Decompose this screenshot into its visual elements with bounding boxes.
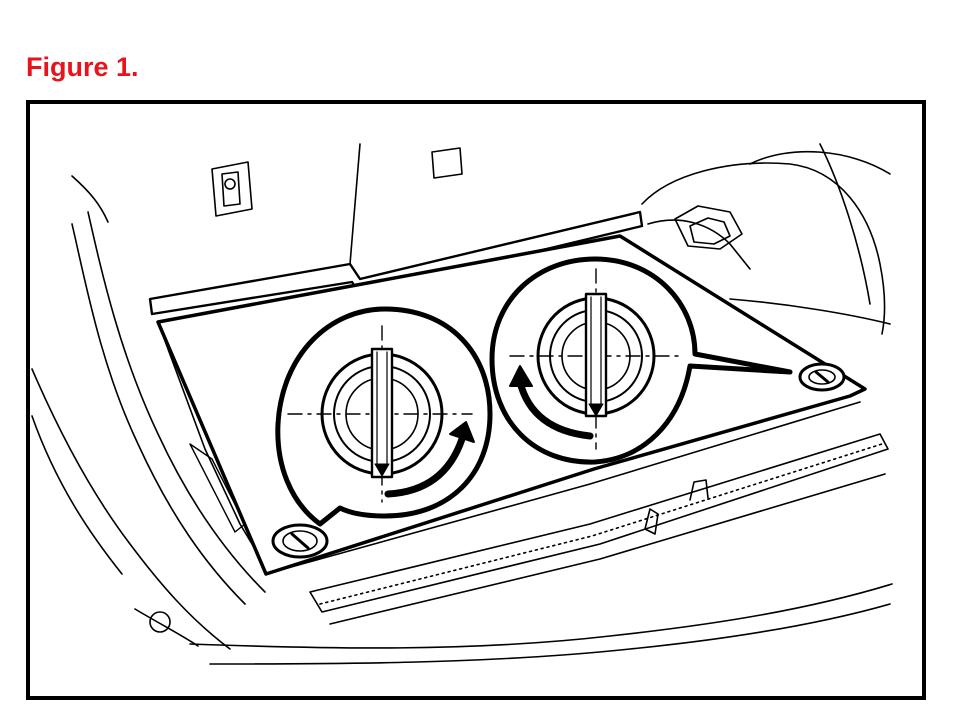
left-fastener-knob [271, 523, 329, 559]
right-callout-knob-closeup [509, 268, 683, 450]
left-callout-knob-closeup [287, 325, 473, 503]
clockwise-arrow-icon [384, 421, 475, 498]
trunk-interior-outline [31, 143, 893, 665]
counterclockwise-arrow-icon [509, 365, 594, 440]
trunk-illustration [31, 143, 893, 665]
right-fastener-knob [798, 362, 846, 392]
rear-step-plate [309, 433, 889, 625]
figure-frame [26, 100, 926, 700]
figure-title: Figure 1. [26, 52, 139, 82]
